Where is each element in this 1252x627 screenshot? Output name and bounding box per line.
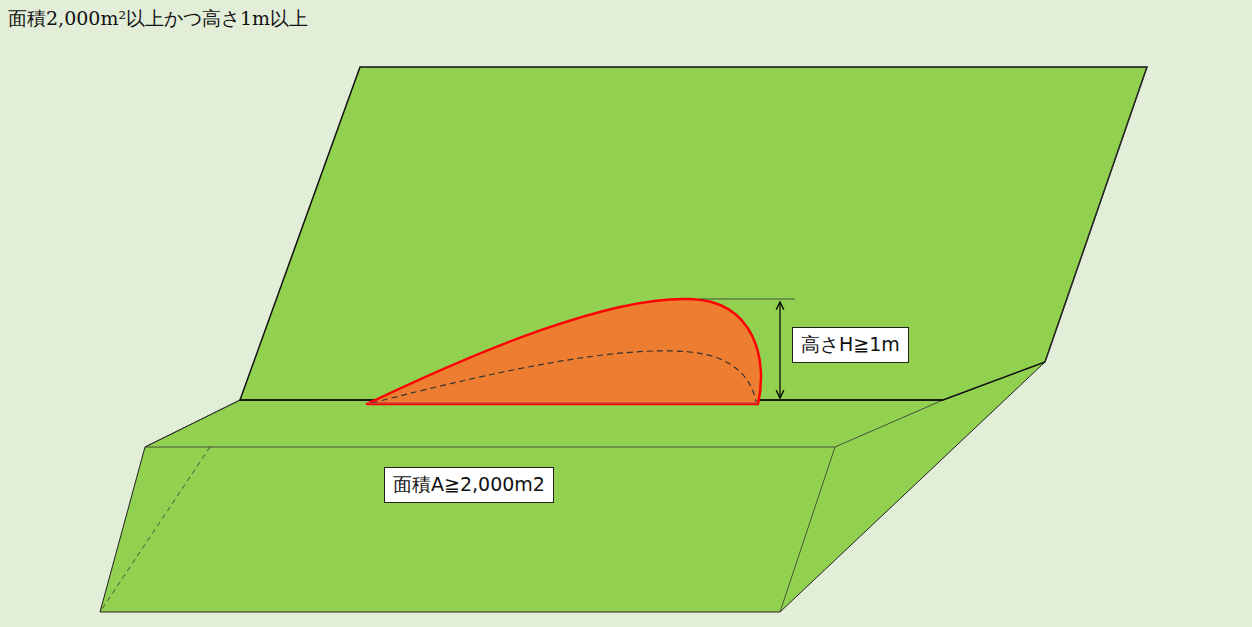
height-dimension-arrow [779,302,780,398]
label-text: 高さH≧1m [801,332,900,358]
block-edge [145,400,240,447]
block-edge [780,447,835,612]
fill-mound [367,299,761,404]
block-edge [1045,67,1147,362]
mound-section-line [372,351,756,403]
label-text: 面積A≧2,000m2 [393,472,545,498]
dimension-label: 高さH≧1m [792,327,909,363]
diagram-title: 面積2,000m²以上かつ高さ1m以上 [8,6,308,32]
hidden-edge [100,447,210,612]
mound-base [367,403,758,404]
area-label: 面積A≧2,000m2 [384,467,554,503]
block-edge [145,447,835,448]
block-edge [835,400,943,447]
dimension-extension [700,299,795,300]
